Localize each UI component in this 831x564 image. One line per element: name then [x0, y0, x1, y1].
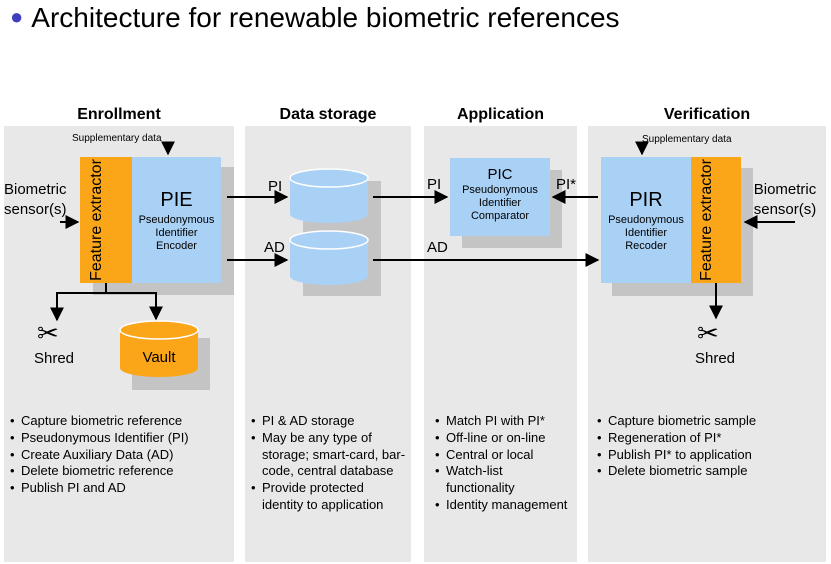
pie-description: Pseudonymous Identifier Encoder — [138, 214, 215, 252]
list-item: Provide protected identity to applicatio… — [251, 480, 407, 514]
ad-storage-cylinder — [289, 230, 369, 285]
heading-application: Application — [456, 106, 545, 123]
enrollment-supplementary-label: Supplementary data — [72, 133, 162, 144]
list-item: Publish PI* to application — [597, 447, 822, 464]
list-item: Publish PI and AD — [10, 480, 230, 497]
enroll-shred-label: Shred — [34, 350, 75, 367]
list-item: PI & AD storage — [251, 413, 407, 430]
verification-sensor-label: Biometric sensor(s) — [753, 181, 817, 218]
heading-data-storage: Data storage — [279, 106, 377, 123]
pir-description: Pseudonymous Identifier Recoder — [608, 214, 684, 252]
list-item: Delete biometric reference — [10, 463, 230, 480]
pie-title: PIE — [160, 189, 193, 211]
verify-shred-label: Shred — [695, 350, 736, 367]
list-item: Pseudonymous Identifier (PI) — [10, 430, 230, 447]
enroll-scissors-icon: ✂ — [37, 318, 59, 348]
list-item: Central or local — [435, 447, 571, 464]
list-item: May be any type of storage; smart-card, … — [251, 430, 407, 480]
pie-box: PIE Pseudonymous Identifier Encoder — [132, 157, 221, 283]
verification-supplementary-label: Supplementary data — [642, 134, 732, 145]
heading-enrollment: Enrollment — [77, 106, 161, 123]
list-item: Capture biometric reference — [10, 413, 230, 430]
enrollment-sensor-label: Biometric sensor(s) — [4, 181, 67, 218]
list-item: Off-line or on-line — [435, 430, 571, 447]
pic-title: PIC — [487, 166, 513, 183]
list-item: Delete biometric sample — [597, 463, 822, 480]
verify-scissors-icon: ✂ — [697, 318, 719, 348]
verification-bullets: Capture biometric sample Regeneration of… — [597, 413, 822, 480]
pic-box: PIC Pseudonymous Identifier Comparator — [450, 158, 550, 236]
page-title: ● Architecture for renewable biometric re… — [10, 2, 620, 34]
pi-storage-cylinder — [289, 168, 369, 223]
list-item: Create Auxiliary Data (AD) — [10, 447, 230, 464]
app-pistar-label: PI* — [556, 176, 577, 193]
list-item: Watch-list functionality — [435, 463, 571, 497]
vault-cylinder — [119, 320, 199, 377]
heading-verification: Verification — [663, 106, 751, 123]
list-item: Regeneration of PI* — [597, 430, 822, 447]
pie-pi-label: PI — [268, 178, 283, 195]
enrollment-bullets: Capture biometric reference Pseudonymous… — [10, 413, 230, 497]
list-item: Match PI with PI* — [435, 413, 571, 430]
vault-label: Vault — [142, 349, 176, 366]
page-title-text: Architecture for renewable biometric ref… — [31, 2, 620, 33]
list-item: Identity management — [435, 497, 571, 514]
pie-ad-label: AD — [264, 239, 285, 256]
application-bullets: Match PI with PI* Off-line or on-line Ce… — [435, 413, 571, 514]
pic-description: Pseudonymous Identifier Comparator — [462, 184, 538, 222]
list-item: Capture biometric sample — [597, 413, 822, 430]
title-bullet-icon: ● — [10, 4, 24, 29]
app-pi-label: PI — [427, 176, 442, 193]
pir-box: PIR Pseudonymous Identifier Recoder — [601, 157, 691, 283]
verification-feature-extractor: Feature extractor — [691, 157, 741, 283]
storage-bullets: PI & AD storage May be any type of stora… — [251, 413, 407, 514]
app-ad-label: AD — [427, 239, 448, 256]
enrollment-feature-extractor: Feature extractor — [80, 157, 132, 283]
pir-title: PIR — [629, 189, 663, 211]
